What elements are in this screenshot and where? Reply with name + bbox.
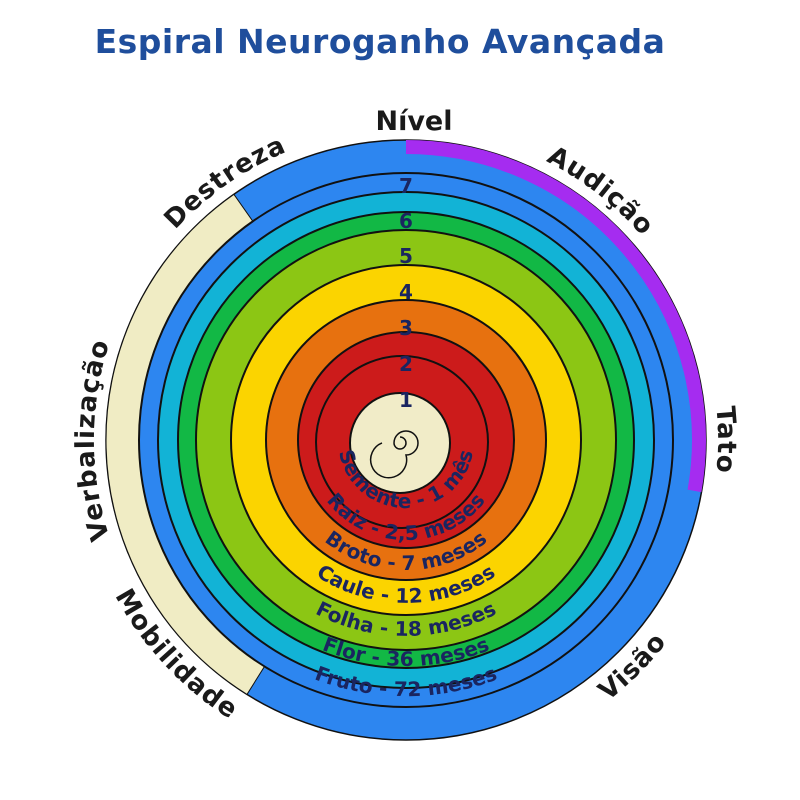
page-title: Espiral Neuroganho Avançada	[94, 22, 666, 61]
level-number-3: 3	[399, 316, 413, 340]
level-number-1: 1	[399, 388, 413, 412]
level-number-5: 5	[399, 244, 413, 268]
accent-arc	[405, 140, 706, 493]
level-number-7: 7	[399, 174, 413, 198]
level-number-4: 4	[399, 280, 413, 304]
level-number-2: 2	[399, 352, 413, 376]
level-numbers: 1 2 3 4 5 6 7	[399, 174, 413, 412]
sector-label-2: Tato	[709, 405, 741, 475]
spiral-curl	[369, 430, 419, 479]
spiral-center	[349, 392, 451, 494]
level-axis-label: Nível	[375, 106, 452, 137]
level-number-6: 6	[399, 209, 413, 233]
level-rings	[105, 139, 707, 741]
